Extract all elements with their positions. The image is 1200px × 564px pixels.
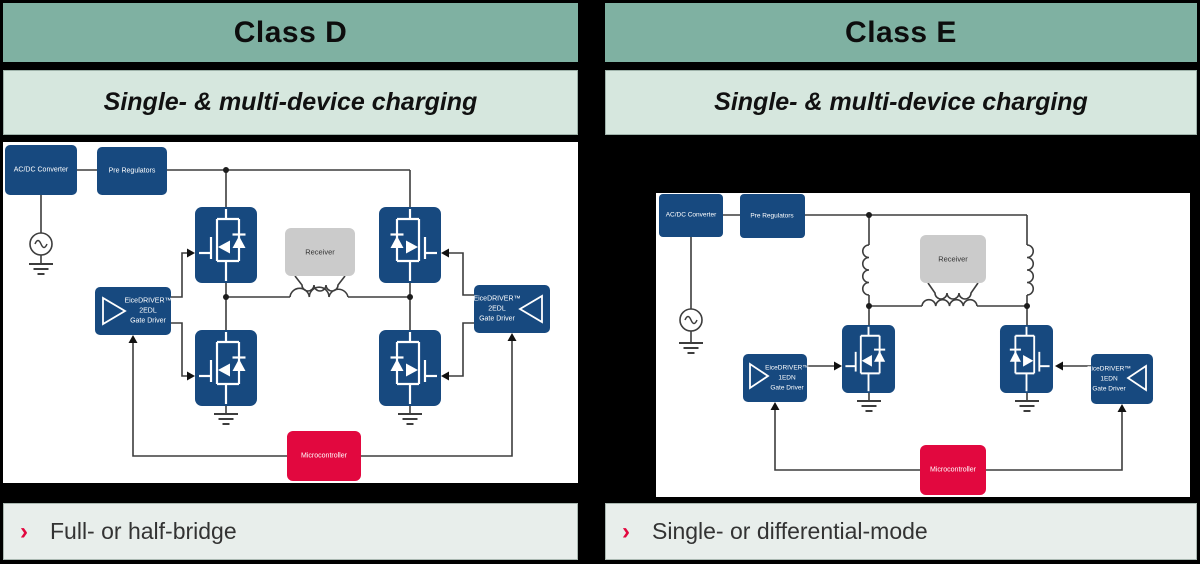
junction-dot [1024,303,1030,309]
receiver-box: Receiver [285,228,355,276]
class-d-key-point: Full- or half-bridge [50,518,237,544]
control-arrow [770,402,780,410]
control-arrow [507,333,517,341]
ground-icon [397,413,423,425]
acdc-converter-box: AC/DC Converter [5,145,77,195]
ground-icon [1014,400,1040,412]
ac-source-icon [29,232,53,256]
ground-icon [856,400,882,412]
driver-name: EiceDRIVER™ [124,298,171,305]
gate-arrow [187,248,195,258]
ac-source-icon [679,308,703,332]
amplifier-triangle-icon [518,294,543,324]
junction-dot [407,294,413,300]
acdc-converter-box: AC/DC Converter [659,194,723,237]
control-arrow [128,335,138,343]
transmitter-coil [921,298,978,307]
ground-icon [213,413,239,425]
class-e-circuit-diagram: AC/DC Converter Pre Regulators Receiver … [656,193,1190,497]
right-inductor [1026,244,1035,296]
low-side-mosfet-left [193,328,259,408]
pre-regulators-label: Pre Regulators [750,213,794,220]
microcontroller-label: Microcontroller [930,467,977,474]
receiver-label: Receiver [938,255,968,264]
amplifier-triangle-icon [102,296,127,326]
pre-regulators-label: Pre Regulators [109,168,156,175]
driver-part: 1EDN [778,375,796,382]
class-e-wires [690,214,1123,471]
driver-type: Gate Driver [130,318,166,325]
transmitter-coil [289,286,349,298]
chevron-bullet-icon: › [622,517,630,545]
driver-type: Gate Driver [1092,386,1126,393]
chevron-bullet-icon: › [20,517,28,545]
receiver-coil [927,282,979,300]
high-side-mosfet-left [193,205,259,285]
pre-regulators-box: Pre Regulators [97,147,167,195]
acdc-converter-label: AC/DC Converter [666,212,717,219]
receiver-coil [294,275,346,292]
junction-dot [866,212,872,218]
junction-dot [866,303,872,309]
low-side-mosfet-right [377,328,443,408]
class-d-circuit-diagram: AC/DC Converter Pre Regulators Receiver … [3,142,578,483]
pre-regulators-box: Pre Regulators [740,194,805,238]
gate-arrow [441,248,449,258]
microcontroller-box: Microcontroller [287,431,361,481]
gate-arrow [1055,361,1063,371]
high-side-mosfet-right [377,205,443,285]
receiver-box: Receiver [920,235,986,283]
driver-part: 2EDL [139,308,157,315]
class-d-key-point-bar: › Full- or half-bridge [3,503,578,560]
gate-driver-right-box: EiceDRIVER™ 1EDN Gate Driver [1087,354,1153,404]
ground-icon [28,263,54,275]
gate-arrow [187,371,195,381]
ground-icon [678,342,704,354]
gate-arrow [441,371,449,381]
driver-part: 1EDN [1100,376,1118,383]
class-d-circuit-svg: AC/DC Converter Pre Regulators Receiver … [5,145,550,481]
amplifier-triangle-icon [749,362,770,390]
gate-driver-right-box: EiceDRIVER™ 2EDL Gate Driver [473,285,550,333]
class-e-key-point-bar: › Single- or differential-mode [605,503,1197,560]
gate-arrow [834,361,842,371]
class-d-title: Class D [233,15,348,49]
class-e-title: Class E [845,15,957,49]
acdc-converter-label: AC/DC Converter [14,167,69,174]
gate-driver-left-box: EiceDRIVER™ 2EDL Gate Driver [95,287,172,335]
microcontroller-label: Microcontroller [301,453,348,460]
class-e-circuit-svg: AC/DC Converter Pre Regulators Receiver … [659,194,1153,495]
class-e-header: Class E [605,3,1197,62]
class-e-subtitle-bar: Single- & multi-device charging [605,70,1197,135]
class-e-subtitle-text: Single- & multi-device charging [714,88,1088,116]
gate-driver-left-box: EiceDRIVER™ 1EDN Gate Driver [743,354,809,402]
junction-dot [223,167,229,173]
driver-type: Gate Driver [770,385,804,392]
left-inductor [861,244,870,296]
class-d-subtitle-text: Single- & multi-device charging [103,88,478,116]
driver-name: EiceDRIVER™ [473,296,520,303]
microcontroller-box: Microcontroller [920,445,986,495]
driver-part: 2EDL [488,306,506,313]
mosfet-left [841,324,896,395]
receiver-label: Receiver [305,248,335,257]
driver-name: EiceDRIVER™ [1087,366,1131,373]
amplifier-triangle-icon [1126,364,1147,392]
class-e-key-point: Single- or differential-mode [652,518,928,544]
mosfet-right [999,324,1054,395]
class-d-header: Class D [3,3,578,62]
class-d-subtitle-bar: Single- & multi-device charging [3,70,578,135]
junction-dot [223,294,229,300]
control-arrow [1117,404,1127,412]
driver-name: EiceDRIVER™ [765,365,809,372]
class-d-wires [40,169,513,457]
driver-type: Gate Driver [479,316,515,323]
